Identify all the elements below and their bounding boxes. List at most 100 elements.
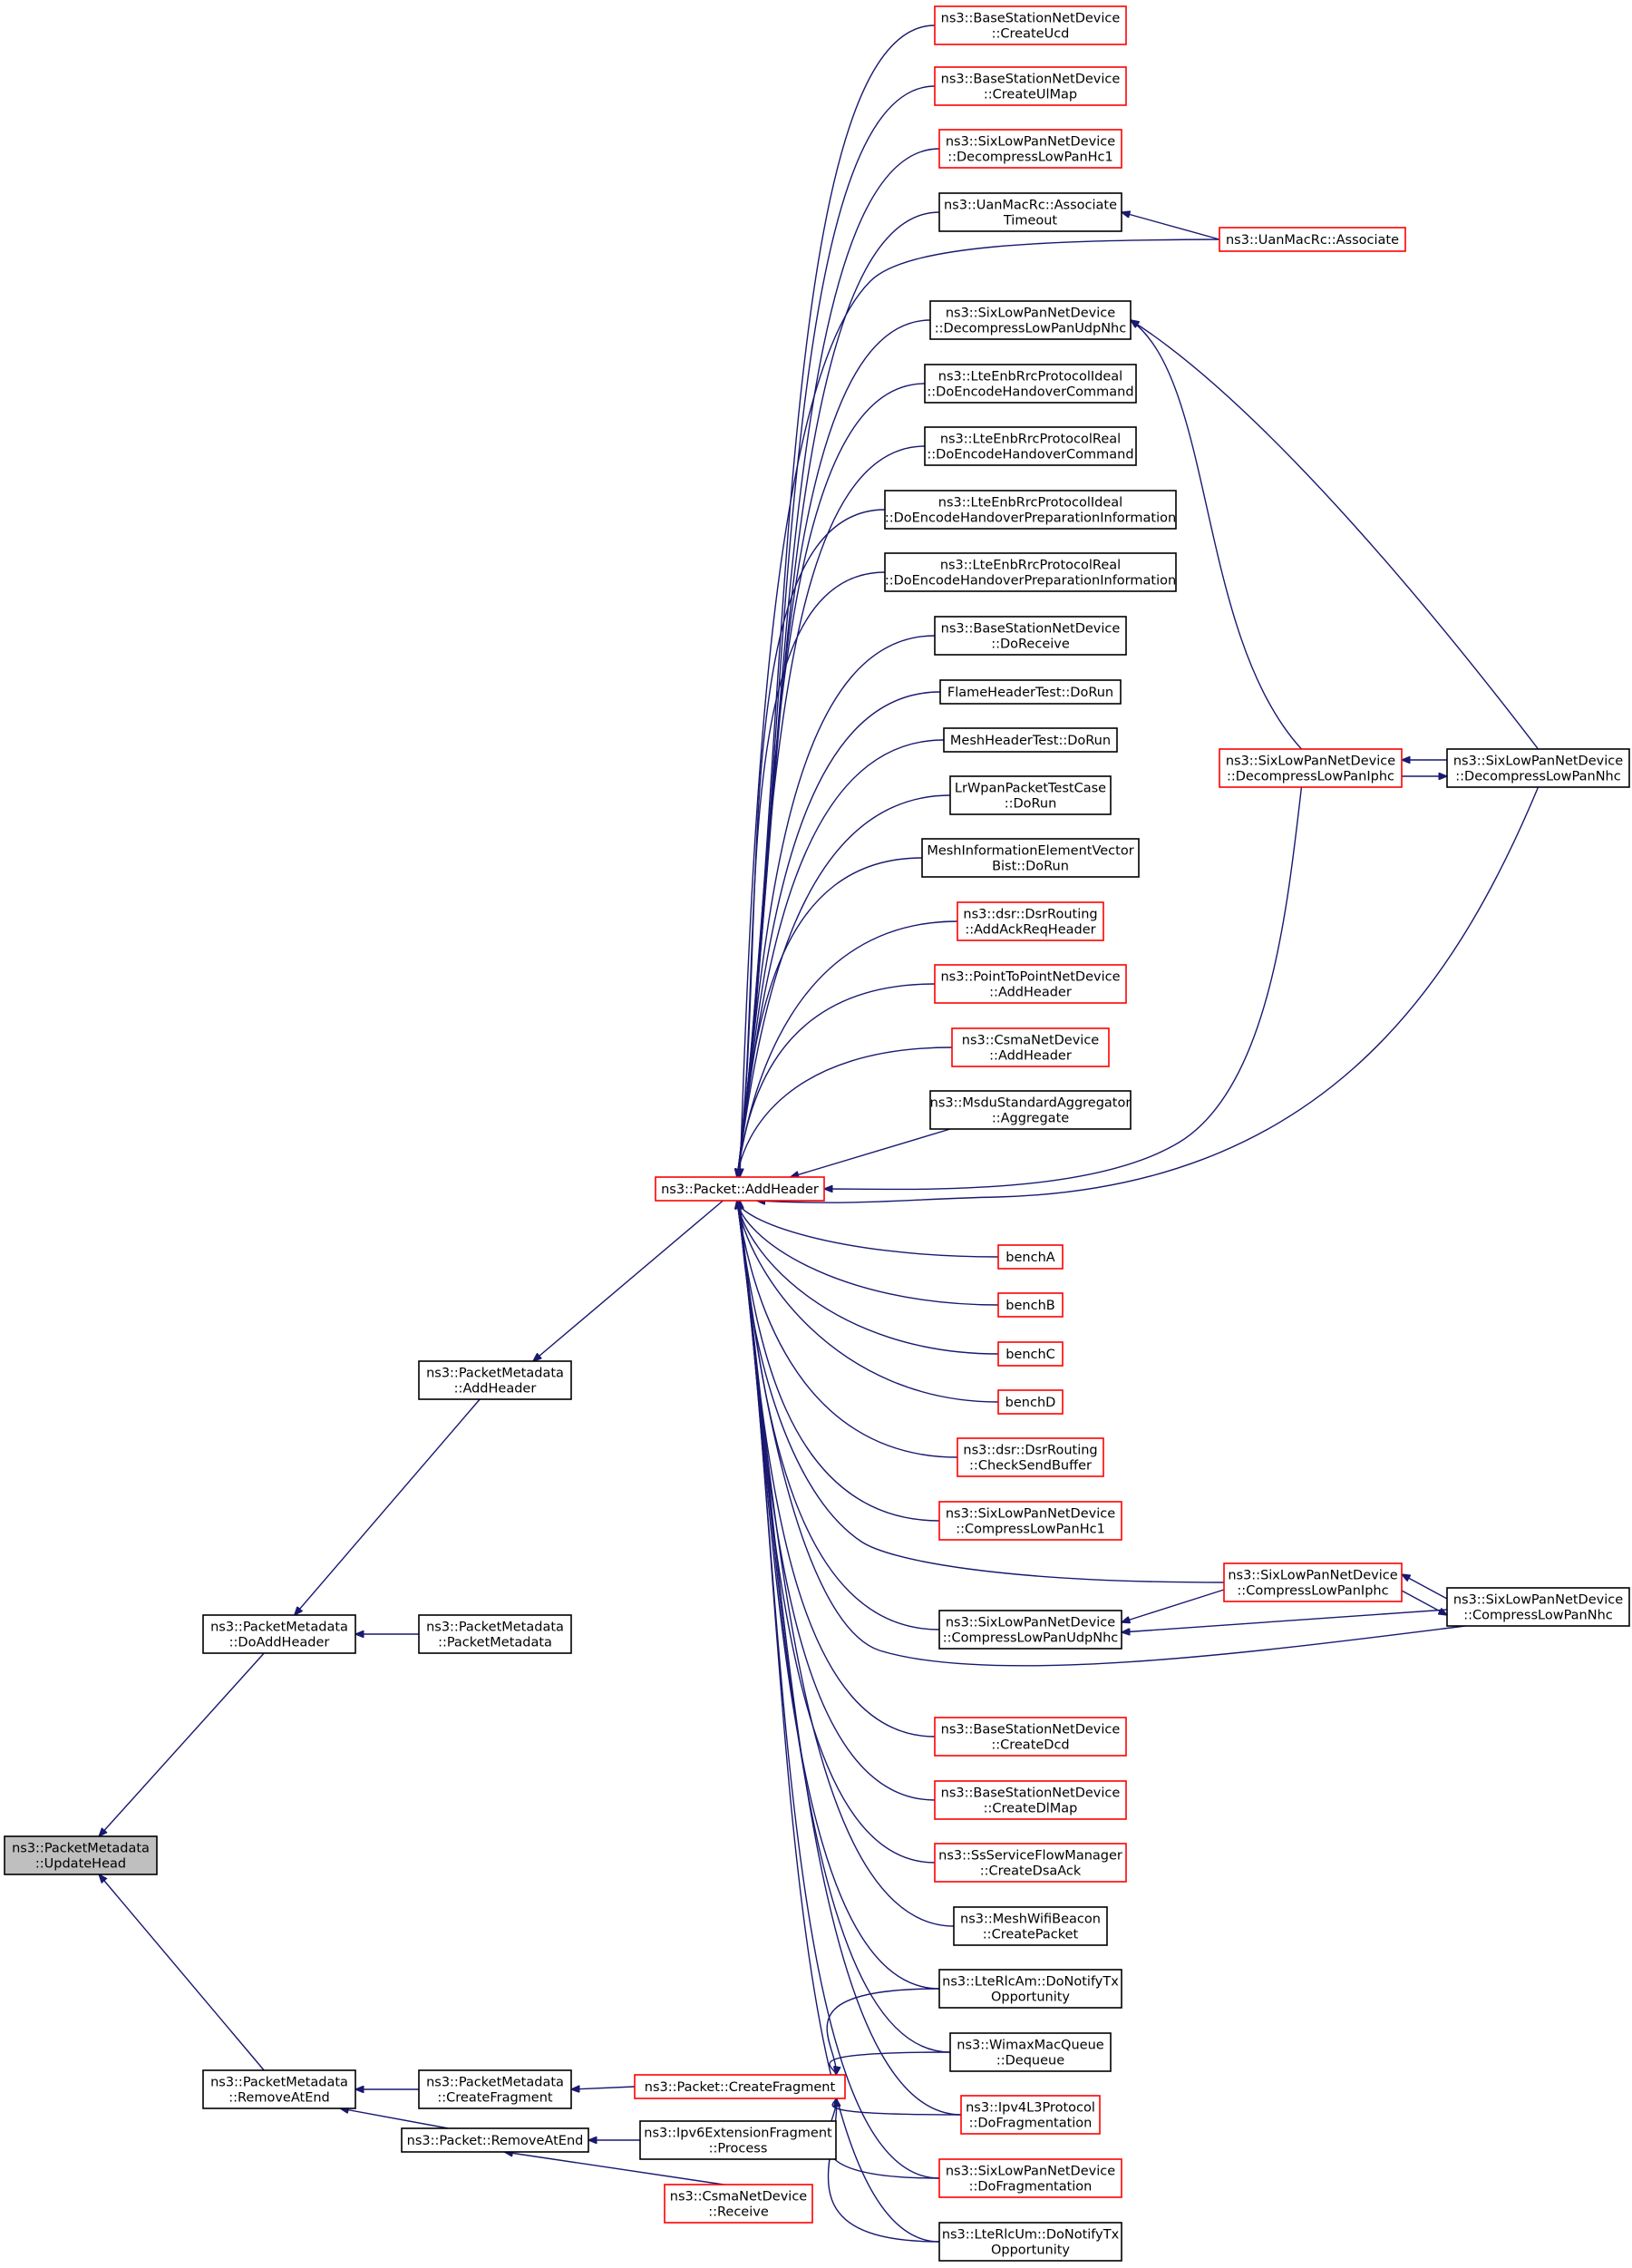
node-a29[interactable]: ns3::MeshWifiBeacon::CreatePacket xyxy=(953,1906,1108,1946)
node-label-line: ns3::SixLowPanNetDevice xyxy=(1453,754,1623,769)
node-label-line: ns3::PacketMetadata xyxy=(426,2076,564,2090)
node-a33[interactable]: ns3::SixLowPanNetDevice::DoFragmentation xyxy=(938,2158,1122,2198)
node-box xyxy=(943,727,1118,753)
node-label-line: ::Dequeue xyxy=(996,2054,1064,2068)
node-label-line: ns3::UanMacRc::Associate xyxy=(944,199,1117,213)
edge-a11-to-n7 xyxy=(737,691,941,1177)
node-n0[interactable]: ns3::PacketMetadata::UpdateHead xyxy=(4,1835,158,1875)
node-a16[interactable]: ns3::PointToPointNetDevice::AddHeader xyxy=(934,964,1127,1004)
node-n2[interactable]: ns3::PacketMetadata::RemoveAtEnd xyxy=(202,2069,356,2109)
edge-line xyxy=(1122,1609,1448,1632)
node-a21[interactable]: benchC xyxy=(997,1341,1064,1367)
node-label-line: ns3::MsduStandardAggregator xyxy=(930,1096,1132,1111)
node-a12[interactable]: MeshHeaderTest::DoRun xyxy=(943,727,1118,753)
edge-line xyxy=(737,1201,940,2243)
node-b2[interactable]: ns3::SixLowPanNetDevice::DecompressLowPa… xyxy=(1219,748,1403,788)
node-b1[interactable]: ns3::UanMacRc::Associate xyxy=(1219,227,1406,252)
node-n5[interactable]: ns3::PacketMetadata::CreateFragment xyxy=(418,2069,572,2109)
node-a8[interactable]: ns3::LteEnbRrcProtocolIdeal::DoEncodeHan… xyxy=(884,490,1177,530)
edge-line xyxy=(737,571,886,1177)
node-label-line: ::CreateDlMap xyxy=(984,1802,1078,1816)
node-box xyxy=(938,129,1122,169)
node-a32[interactable]: ns3::Ipv4L3Protocol::DoFragmentation xyxy=(960,2095,1101,2135)
node-a31[interactable]: ns3::WimaxMacQueue::Dequeue xyxy=(949,2032,1112,2072)
node-n10[interactable]: ns3::CsmaNetDevice::Receive xyxy=(664,2184,813,2224)
node-a18[interactable]: ns3::MsduStandardAggregator::Aggregate xyxy=(929,1090,1132,1130)
node-n1[interactable]: ns3::PacketMetadata::DoAddHeader xyxy=(202,1614,356,1654)
node-a1[interactable]: ns3::BaseStationNetDevice::CreateUcd xyxy=(934,5,1127,45)
node-label-line: ::RemoveAtEnd xyxy=(228,2091,330,2106)
node-a15[interactable]: ns3::dsr::DsrRouting::AddAckReqHeader xyxy=(957,901,1104,941)
node-n8[interactable]: ns3::Packet::CreateFragment xyxy=(634,2074,846,2099)
node-n9[interactable]: ns3::Ipv6ExtensionFragment::Process xyxy=(639,2120,837,2160)
edge-a8-to-n7 xyxy=(737,509,886,1177)
node-a11[interactable]: FlameHeaderTest::DoRun xyxy=(939,679,1122,705)
node-box xyxy=(938,2222,1122,2262)
edge-line xyxy=(737,691,941,1177)
node-label-line: ns3::UanMacRc::Associate xyxy=(1226,233,1399,248)
node-label-line: ::AddHeader xyxy=(989,986,1072,1000)
node-label-line: ns3::SixLowPanNetDevice xyxy=(946,2165,1115,2179)
edge-line xyxy=(737,920,958,1177)
edge-line xyxy=(295,1398,481,1615)
edge-line xyxy=(826,1988,940,2075)
node-a7[interactable]: ns3::LteEnbRrcProtocolReal::DoEncodeHand… xyxy=(924,426,1137,466)
edge-n3-to-n1 xyxy=(295,1398,481,1615)
edge-line xyxy=(737,1201,999,1403)
node-a13[interactable]: LrWpanPacketTestCase::DoRun xyxy=(949,775,1112,815)
node-box xyxy=(934,1780,1127,1820)
edge-n8-to-n5 xyxy=(571,2087,636,2089)
node-label-line: ns3::Packet::AddHeader xyxy=(661,1183,819,1197)
node-a26[interactable]: ns3::BaseStationNetDevice::CreateDcd xyxy=(934,1717,1127,1757)
edge-line xyxy=(737,1201,940,1630)
node-box xyxy=(921,838,1140,878)
edge-line xyxy=(1402,1574,1448,1600)
node-n4[interactable]: ns3::PacketMetadata::PacketMetadata xyxy=(418,1614,572,1654)
node-a6[interactable]: ns3::LteEnbRrcProtocolIdeal::DoEncodeHan… xyxy=(924,364,1137,404)
node-c2[interactable]: ns3::SixLowPanNetDevice::CompressLowPanN… xyxy=(1446,1587,1630,1627)
node-a17[interactable]: ns3::CsmaNetDevice::AddHeader xyxy=(951,1027,1110,1067)
node-box xyxy=(884,552,1177,592)
node-label-line: benchC xyxy=(1005,1348,1055,1362)
node-a5[interactable]: ns3::SixLowPanNetDevice::DecompressLowPa… xyxy=(929,300,1132,340)
node-a25[interactable]: ns3::SixLowPanNetDevice::CompressLowPanU… xyxy=(938,1610,1122,1650)
node-a9[interactable]: ns3::LteEnbRrcProtocolReal::DoEncodeHand… xyxy=(884,552,1177,592)
node-n3[interactable]: ns3::PacketMetadata::AddHeader xyxy=(418,1360,572,1400)
node-a22[interactable]: benchD xyxy=(997,1389,1064,1415)
node-label-line: ::Aggregate xyxy=(992,1112,1069,1126)
node-label-line: ns3::SsServiceFlowManager xyxy=(938,1849,1122,1864)
node-label-line: ns3::Packet::RemoveAtEnd xyxy=(407,2134,584,2148)
node-label-line: ns3::LteRlcAm::DoNotifyTx xyxy=(942,1975,1119,1990)
node-label-line: ::DoRun xyxy=(1005,797,1057,812)
node-n7[interactable]: ns3::Packet::AddHeader xyxy=(655,1176,825,1202)
edge-line xyxy=(1122,212,1220,240)
node-a24[interactable]: ns3::SixLowPanNetDevice::CompressLowPanH… xyxy=(938,1501,1122,1541)
node-a20[interactable]: benchB xyxy=(997,1292,1064,1318)
edge-line xyxy=(737,857,923,1177)
node-box xyxy=(924,426,1137,466)
node-a23[interactable]: ns3::dsr::DsrRouting::CheckSendBuffer xyxy=(957,1437,1104,1477)
node-box xyxy=(997,1341,1064,1367)
node-a10[interactable]: ns3::BaseStationNetDevice::DoReceive xyxy=(934,616,1127,656)
node-a19[interactable]: benchA xyxy=(997,1244,1064,1270)
edge-line xyxy=(737,794,951,1177)
node-label-line: Timeout xyxy=(1003,214,1058,229)
node-a3[interactable]: ns3::SixLowPanNetDevice::DecompressLowPa… xyxy=(938,129,1122,169)
node-n6[interactable]: ns3::Packet::RemoveAtEnd xyxy=(401,2127,589,2153)
node-a28[interactable]: ns3::SsServiceFlowManager::CreateDsaAck xyxy=(934,1843,1127,1883)
node-a27[interactable]: ns3::BaseStationNetDevice::CreateDlMap xyxy=(934,1780,1127,1820)
edge-line xyxy=(737,1201,999,1306)
node-c1[interactable]: ns3::SixLowPanNetDevice::DecompressLowPa… xyxy=(1446,748,1630,788)
node-box xyxy=(1446,1587,1630,1627)
node-box xyxy=(960,2095,1101,2135)
node-a2[interactable]: ns3::BaseStationNetDevice::CreateUlMap xyxy=(934,66,1127,106)
node-b3[interactable]: ns3::SixLowPanNetDevice::CompressLowPanI… xyxy=(1223,1562,1403,1602)
node-label-line: ::DoFragmentation xyxy=(969,2117,1093,2131)
edge-a9-to-n7 xyxy=(737,571,886,1177)
edge-a18-to-n7 xyxy=(791,1128,951,1177)
